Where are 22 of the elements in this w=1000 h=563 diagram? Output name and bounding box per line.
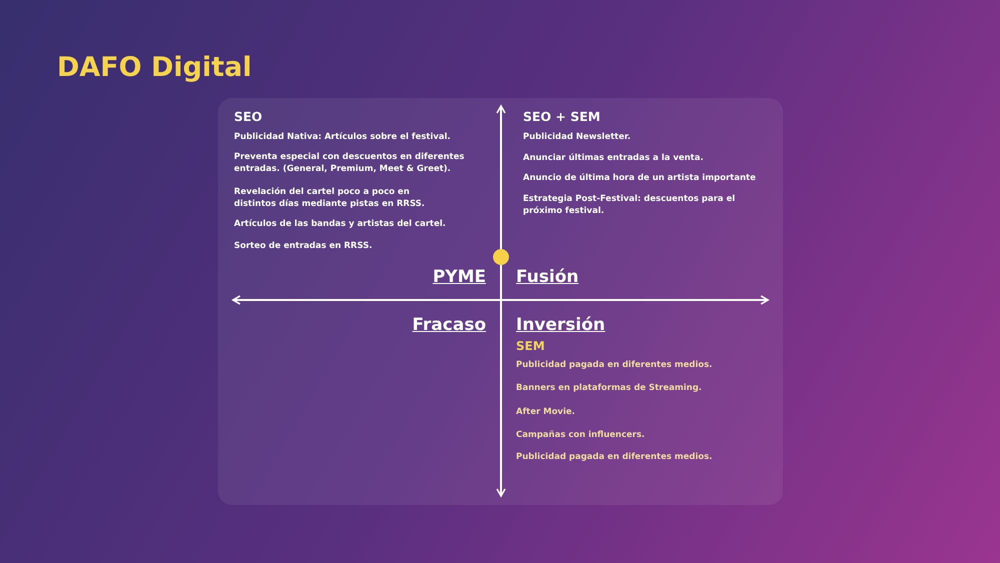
strategy-item: Artículos de las bandas y artistas del cartel. [234, 218, 447, 230]
strategy-item: Preventa especial con descuentos en diferentes entradas. (General, Premium, Meet & Greet). [234, 151, 466, 175]
strategy-item: Anunciar últimas entradas a la venta. [523, 152, 704, 164]
quadrant-label: Fracaso [412, 314, 486, 336]
strategy-item: Revelación del cartel poco a poco en distintos días mediante pistas en RRSS. [234, 186, 426, 210]
section-heading: SEO + SEM [523, 109, 602, 124]
strategy-item: Campañas con influencers. [516, 429, 646, 441]
section-heading: SEM [516, 339, 546, 354]
quadrant-label: Fusión [516, 266, 579, 288]
strategy-item: Estrategia Post-Festival: descuentos para el próximo festival. [523, 193, 736, 217]
strategy-item: Sorteo de entradas en RRSS. [234, 240, 374, 252]
title: DAFO Digital [57, 52, 252, 83]
strategy-item: Publicidad pagada en diferentes medios. [516, 451, 714, 463]
section-heading: SEO [234, 109, 264, 124]
strategy-item: Publicidad Newsletter. [523, 131, 632, 143]
strategy-item: Banners en plataformas de Streaming. [516, 382, 703, 394]
strategy-item: Anuncio de última hora de un artista importante [523, 172, 757, 184]
strategy-item: Publicidad Nativa: Artículos sobre el festival. [234, 131, 452, 143]
strategy-item: Publicidad pagada en diferentes medios. [516, 359, 714, 371]
quadrant-label: Inversión [516, 314, 606, 336]
strategy-item: After Movie. [516, 406, 576, 418]
quadrant-label: PYME [432, 266, 486, 288]
